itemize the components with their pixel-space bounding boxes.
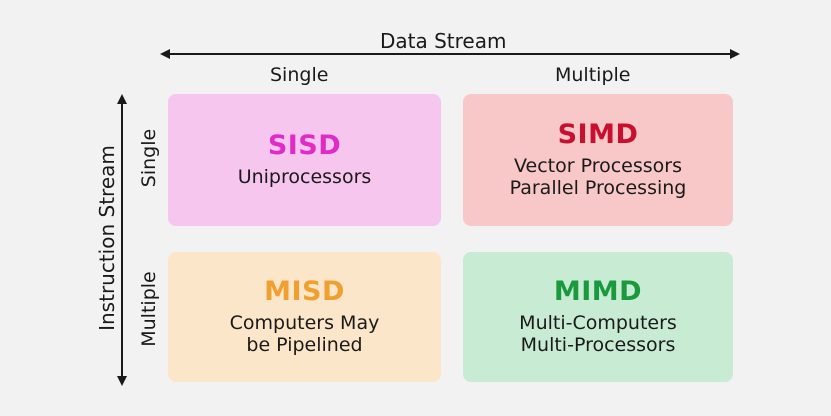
simd-desc-line-2: Parallel Processing [509,176,687,199]
simd-desc-line-1: Vector Processors [514,155,682,177]
misd-code: MISD [264,276,345,308]
data-stream-title: Data Stream [380,29,507,53]
sisd-code: SISD [267,130,342,162]
simd-box: SIMD Vector Processors Parallel Processi… [463,94,733,226]
column-label-single: Single [270,64,329,86]
column-label-multiple: Multiple [555,64,631,86]
misd-desc-line-2: be Pipelined [246,333,363,356]
misd-box: MISD Computers May be Pipelined [168,252,441,382]
mimd-code: MIMD [553,276,643,308]
misd-desc-line-1: Computers May [229,312,380,334]
mimd-box: MIMD Multi-Computers Multi-Processors [463,252,733,382]
simd-code: SIMD [557,119,639,151]
mimd-desc-line-2: Multi-Processors [520,333,676,356]
instruction-stream-title: Instruction Stream [95,145,119,331]
row-label-single: Single [138,128,160,188]
data-stream-arrow [160,49,740,59]
mimd-desc-line-1: Multi-Computers [519,312,677,334]
instruction-stream-arrow [117,94,127,386]
sisd-box: SISD Uniprocessors [168,94,441,226]
row-label-multiple: Multiple [138,271,160,347]
sisd-desc-line-1: Uniprocessors [237,165,372,188]
